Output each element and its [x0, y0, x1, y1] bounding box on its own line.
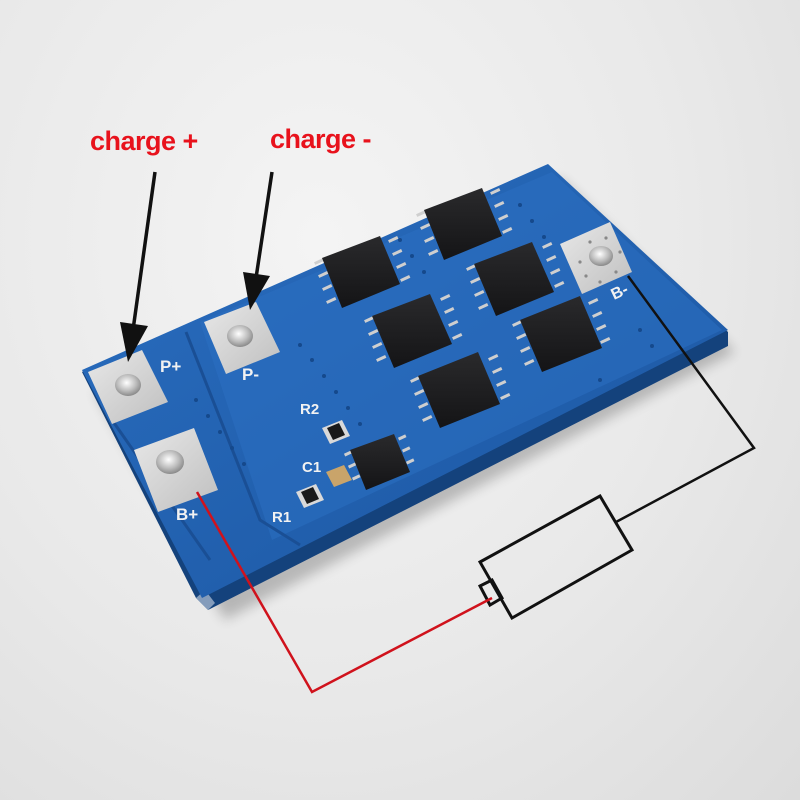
arrow-charge-minus	[243, 171, 274, 310]
mosfet-chip-2	[416, 187, 513, 260]
mosfet-chip-4	[466, 241, 565, 316]
pad-b-plus	[134, 428, 218, 512]
label-p-plus: P+	[160, 357, 181, 376]
wire-negative	[615, 275, 756, 524]
mosfet-chip-3	[364, 293, 463, 368]
capacitor-c1	[326, 465, 352, 487]
pcb-vias	[194, 203, 654, 466]
mosfet-chip-5	[410, 352, 511, 428]
label-b-plus: B+	[176, 505, 198, 524]
label-r2: R2	[300, 401, 319, 418]
callout-charge-plus: charge +	[90, 126, 198, 156]
label-b-minus: B-	[609, 281, 631, 304]
label-c1: C1	[302, 459, 321, 476]
mosfet-chip-1	[314, 235, 411, 308]
pad-b-minus	[560, 222, 632, 294]
arrow-charge-plus	[120, 171, 157, 362]
battery-symbol	[477, 493, 635, 621]
wire-positive	[195, 491, 493, 694]
resistor-r2	[322, 420, 350, 444]
label-r1: R1	[272, 509, 291, 526]
pad-p-plus	[88, 350, 168, 424]
protection-ic	[343, 434, 415, 490]
pad-p-minus	[204, 302, 280, 374]
pcb-trace	[184, 331, 301, 547]
label-p-minus: P-	[242, 365, 259, 384]
callout-charge-minus: charge -	[270, 124, 372, 154]
mosfet-chip-6	[512, 296, 611, 372]
resistor-r1	[296, 484, 324, 508]
